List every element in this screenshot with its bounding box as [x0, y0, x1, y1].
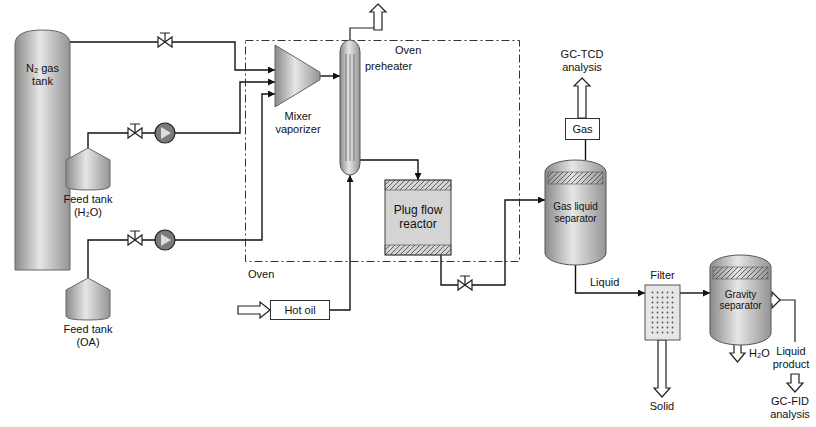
filter-vessel-outline — [651, 291, 674, 334]
equipment-symbols — [128, 4, 803, 397]
separator-vessel-outline — [548, 172, 603, 184]
connector-group — [70, 42, 710, 310]
pump-symbol — [155, 230, 175, 250]
preheater-vessel: preheater — [340, 40, 360, 175]
valve-symbol — [158, 37, 172, 47]
flow-line — [88, 82, 275, 148]
flow-line — [585, 140, 586, 160]
gas-outlet-arrow — [574, 78, 590, 118]
outlet-label: Solid — [640, 400, 684, 413]
preheater-vessel-outline — [340, 40, 360, 175]
node-text: Gravity separator — [710, 289, 771, 312]
process-box: Gas — [565, 118, 600, 140]
equipment-label: Mixer vaporizer — [267, 110, 329, 135]
node-text: Gas liquid separator — [545, 201, 606, 224]
reactor-box-outline — [385, 245, 451, 255]
node-text: Hot oil — [282, 304, 317, 317]
valve-symbol — [458, 280, 472, 290]
valve-symbol — [128, 235, 142, 245]
analysis-label: GC-FID analysis — [766, 395, 814, 420]
solid-outlet-arrow — [654, 340, 670, 397]
equipment-label: Oven — [248, 268, 288, 281]
mixer-vaporizer-shape — [275, 45, 320, 107]
reactor-box-outline — [385, 180, 451, 190]
flow-line — [441, 200, 545, 285]
separator-vessel-outline — [710, 255, 771, 345]
product-line — [780, 300, 795, 342]
feed-tank: Feed tank (OA) — [66, 278, 110, 320]
separator-vessel-outline — [713, 267, 768, 279]
pump-symbol — [155, 123, 175, 143]
equipment-label: preheater — [365, 60, 425, 73]
oven-boundary: OvenOvenMixer vaporizerpreheaterPlug flo… — [245, 40, 520, 262]
feed-tank-outline — [66, 148, 110, 190]
analysis-arrow — [787, 374, 803, 392]
flow-line — [680, 292, 710, 293]
hot-oil-inlet-arrow — [238, 302, 270, 318]
vent-outlet-arrow — [370, 4, 386, 30]
filter-vessel-outline — [645, 285, 680, 340]
pump-impeller — [161, 234, 171, 246]
flow-line — [320, 75, 340, 76]
flow-line — [360, 160, 418, 180]
water-outlet-arrow — [730, 344, 745, 362]
node-text: Plug flow reactor — [385, 204, 451, 232]
stream-label: Liquid — [588, 276, 621, 289]
separator-vessel-outline — [545, 160, 606, 265]
node-text: Gas — [570, 123, 594, 136]
filter-vessel-shape — [645, 285, 680, 340]
feed-tank: Feed tank (H₂O) — [66, 148, 110, 190]
separator-vessel: Gravity separator — [710, 255, 771, 345]
preheater-vessel-shape — [340, 40, 360, 175]
process-box-outline — [566, 119, 600, 140]
equipment-label: Feed tank (H₂O) — [58, 193, 118, 218]
vent-line — [350, 28, 374, 40]
pump-impeller — [161, 127, 171, 139]
process-box: Hot oil — [270, 300, 330, 320]
separator-vessel: Gas liquid separator — [545, 160, 606, 265]
flow-line — [330, 175, 350, 310]
analysis-label: GC-TCD analysis — [546, 48, 618, 73]
flow-line — [576, 265, 646, 293]
reactor-box-outline — [385, 180, 451, 255]
feed-tank-shape — [66, 278, 110, 320]
mixer-vaporizer: Mixer vaporizer — [275, 45, 320, 107]
preheater-vessel-outline — [350, 54, 351, 161]
equipment-label: Oven — [395, 44, 435, 57]
preheater-vessel-outline — [346, 54, 347, 161]
reactor-box: Plug flow reactor — [385, 180, 451, 255]
valve-symbol — [128, 128, 142, 138]
process-box-outline — [271, 301, 330, 320]
equipment-label: Feed tank (OA) — [58, 323, 118, 348]
outlet-label: Liquid product — [768, 345, 814, 370]
gas-cylinder-outline — [15, 30, 70, 270]
feed-tank-outline — [66, 278, 110, 320]
preheater-vessel-outline — [354, 54, 355, 161]
mixer-vaporizer-outline — [275, 45, 320, 107]
equipment-label: N₂ gas tank — [15, 62, 70, 87]
gas-cylinder: N₂ gas tank — [15, 30, 70, 270]
filter-vessel: Filter — [645, 285, 680, 340]
oven-boundary-outline — [246, 41, 520, 262]
flow-line — [88, 94, 275, 278]
equipment-label: Filter — [635, 269, 690, 282]
feed-tank-shape — [66, 148, 110, 190]
